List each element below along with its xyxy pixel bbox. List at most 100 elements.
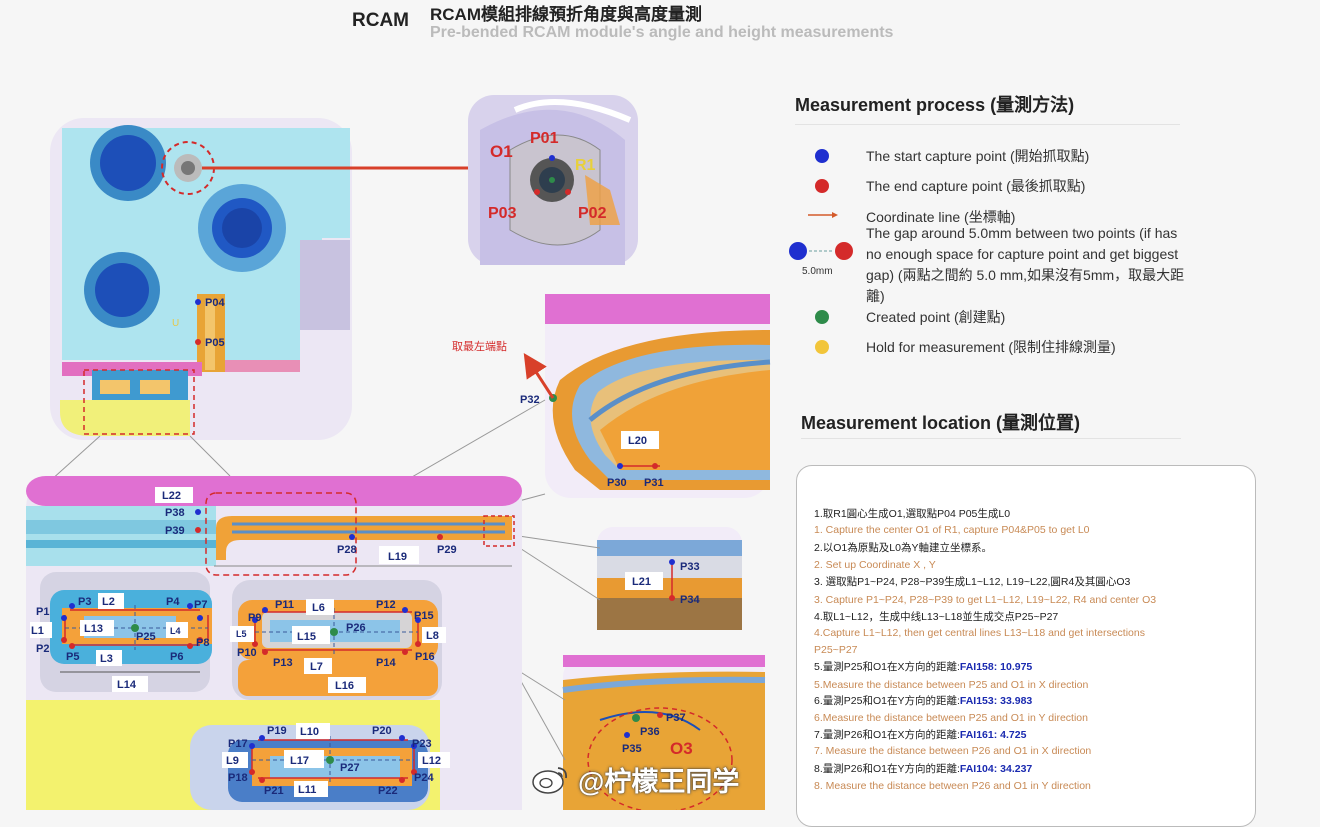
step-text: 4.取L1~L12，生成中线L13~L18並生成交点P25~P27 bbox=[814, 611, 1059, 623]
step-text: 1.取R1圓心生成O1,選取點P04 P05生成L0 bbox=[814, 508, 1011, 520]
svg-text:P33: P33 bbox=[680, 561, 700, 573]
steps-panel bbox=[796, 465, 1256, 827]
svg-text:P31: P31 bbox=[644, 477, 664, 489]
svg-text:P21: P21 bbox=[264, 785, 284, 797]
svg-text:P16: P16 bbox=[415, 651, 435, 663]
step-measure: 6.量測P25和O1在Y方向的距離:FAI153: 33.983 bbox=[814, 694, 1032, 708]
step-text: 2. Set up Coordinate X , Y bbox=[814, 559, 936, 571]
weibo-logo-icon bbox=[532, 767, 567, 794]
svg-text:P39: P39 bbox=[165, 525, 185, 537]
svg-text:L17: L17 bbox=[290, 755, 309, 767]
svg-text:P34: P34 bbox=[680, 594, 700, 606]
end-point-dot-icon bbox=[815, 179, 829, 193]
svg-text:L13: L13 bbox=[84, 623, 103, 635]
svg-text:P12: P12 bbox=[376, 599, 396, 611]
step-text: 7.量測P26和O1在X方向的距離: bbox=[814, 729, 960, 741]
location-title: Measurement location (量測位置) bbox=[801, 413, 1081, 433]
svg-text:P29: P29 bbox=[437, 544, 457, 556]
point-label: P04 bbox=[205, 297, 225, 309]
legend-title: Measurement process (量測方法) bbox=[795, 95, 1075, 115]
hold-point-dot-icon bbox=[815, 340, 829, 354]
fai-value: FAI153: 33.983 bbox=[959, 695, 1033, 707]
svg-text:P3: P3 bbox=[78, 596, 91, 608]
legend-gap-label: The gap around 5.0mm between two points … bbox=[866, 225, 1185, 304]
step-text: 7. Measure the distance between P26 and … bbox=[814, 745, 1092, 757]
svg-text:L20: L20 bbox=[628, 435, 647, 447]
svg-text:P28: P28 bbox=[337, 544, 357, 556]
callout-text: 取最左端點 bbox=[452, 340, 507, 353]
svg-text:L21: L21 bbox=[632, 576, 651, 588]
svg-text:P37: P37 bbox=[666, 712, 686, 724]
svg-text:P36: P36 bbox=[640, 726, 660, 738]
step-text: 5.Measure the distance between P25 and O… bbox=[814, 679, 1089, 691]
svg-text:P23: P23 bbox=[412, 738, 432, 750]
svg-text:P38: P38 bbox=[165, 507, 185, 519]
step-text: P25~P27 bbox=[814, 644, 858, 656]
svg-text:P24: P24 bbox=[414, 772, 434, 784]
coordinate-arrow-icon bbox=[808, 212, 838, 218]
svg-text:P15: P15 bbox=[414, 610, 434, 622]
step-text: 8. Measure the distance between P26 and … bbox=[814, 780, 1091, 792]
svg-text:P6: P6 bbox=[170, 651, 183, 663]
svg-text:P17: P17 bbox=[228, 738, 248, 750]
svg-text:L9: L9 bbox=[226, 755, 239, 767]
svg-text:P01: P01 bbox=[530, 130, 559, 147]
svg-text:P11: P11 bbox=[275, 599, 294, 611]
svg-text:L1: L1 bbox=[31, 625, 44, 637]
gap-note: 5.0mm bbox=[802, 266, 833, 277]
r1-detail: O1 P01 R1 P03 P02 bbox=[468, 95, 638, 265]
svg-text:P14: P14 bbox=[376, 657, 396, 669]
svg-text:P5: P5 bbox=[66, 651, 79, 663]
svg-text:P19: P19 bbox=[267, 725, 287, 737]
svg-text:P10: P10 bbox=[237, 647, 257, 659]
svg-text:P30: P30 bbox=[607, 477, 627, 489]
svg-text:L22: L22 bbox=[162, 490, 181, 502]
p32-detail: 取最左端點 P32 L20 P30 P31 bbox=[452, 294, 771, 498]
step-text: 6.Measure the distance between P25 and O… bbox=[814, 712, 1088, 724]
step-text: 6.量測P25和O1在Y方向的距離: bbox=[814, 695, 960, 707]
step-text: 2.以O1為原點及L0為Y軸建立坐標系。 bbox=[814, 542, 992, 554]
fai-value: FAI104: 34.237 bbox=[959, 763, 1033, 775]
legend-divider bbox=[795, 124, 1180, 125]
svg-text:L6: L6 bbox=[312, 602, 325, 614]
svg-text:L2: L2 bbox=[102, 596, 115, 608]
header-title-en: Pre-bended RCAM module's angle and heigh… bbox=[430, 24, 894, 41]
svg-text:L5: L5 bbox=[236, 629, 247, 639]
start-point-dot-icon bbox=[815, 149, 829, 163]
svg-text:P22: P22 bbox=[378, 785, 398, 797]
svg-text:R1: R1 bbox=[575, 157, 596, 174]
step-text: 5.量測P25和O1在X方向的距離: bbox=[814, 661, 960, 673]
step-text: 1. Capture the center O1 of R1, capture … bbox=[814, 524, 1090, 536]
legend-start-label: The start capture point (開始抓取點) bbox=[866, 148, 1090, 164]
header-title-zh: RCAM模組排線預折角度與高度量測 bbox=[430, 5, 702, 24]
svg-text:P9: P9 bbox=[248, 612, 261, 624]
step-measure: 7.量測P26和O1在X方向的距離:FAI161: 4.725 bbox=[814, 728, 1026, 742]
svg-text:L14: L14 bbox=[117, 679, 137, 691]
svg-text:L12: L12 bbox=[422, 755, 441, 767]
svg-text:L10: L10 bbox=[300, 726, 319, 738]
svg-text:P03: P03 bbox=[488, 205, 517, 222]
step-text: 3. Capture P1~P24, P28~P39 to get L1~L12… bbox=[814, 594, 1157, 606]
step-text: 3. 選取點P1~P24, P28~P39生成L1~L12, L19~L22,圓… bbox=[814, 576, 1131, 588]
created-point-dot-icon bbox=[815, 310, 829, 324]
fai-value: FAI158: 10.975 bbox=[959, 661, 1033, 673]
svg-text:P02: P02 bbox=[578, 205, 607, 222]
svg-text:P1: P1 bbox=[36, 606, 49, 618]
svg-text:L19: L19 bbox=[388, 551, 407, 563]
watermark-text: @柠檬王同学 bbox=[578, 767, 740, 797]
svg-text:P7: P7 bbox=[194, 599, 207, 611]
svg-text:L4: L4 bbox=[170, 626, 181, 636]
o3-detail: P37 P36 P35 O3 bbox=[562, 655, 766, 810]
svg-text:U: U bbox=[172, 318, 179, 329]
svg-text:L3: L3 bbox=[100, 653, 113, 665]
legend-end-label: The end capture point (最後抓取點) bbox=[866, 178, 1086, 194]
location-divider bbox=[801, 438, 1181, 439]
fai-value: FAI161: 4.725 bbox=[959, 729, 1027, 741]
svg-text:P25: P25 bbox=[136, 631, 156, 643]
p33-detail: L21 P33 P34 bbox=[597, 527, 742, 630]
step-text: 8.量測P26和O1在Y方向的距離: bbox=[814, 763, 960, 775]
svg-text:L7: L7 bbox=[310, 661, 323, 673]
svg-text:O1: O1 bbox=[490, 142, 513, 161]
svg-text:P4: P4 bbox=[166, 596, 180, 608]
